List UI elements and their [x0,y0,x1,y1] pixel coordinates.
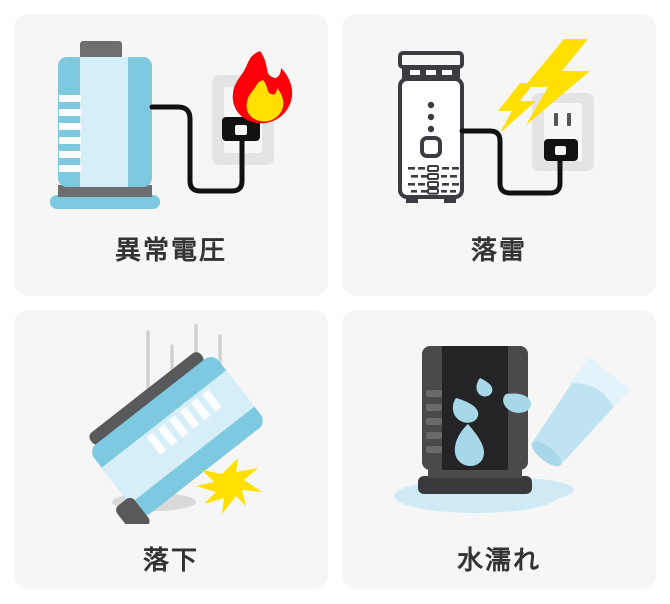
abnormal-voltage-icon [50,41,293,209]
illustration-abnormal-voltage [14,28,328,228]
fall-drop-icon [89,324,263,524]
illustration-water-damage [342,324,656,524]
card-label-abnormal-voltage: 異常電圧 [114,236,227,266]
hazard-card-abnormal-voltage[interactable]: 異常電圧 [14,14,328,296]
water-damage-icon [394,346,630,513]
lightning-strike-icon [398,39,594,203]
hazard-card-lightning-strike[interactable]: 落雷 [342,14,656,296]
card-label-fall-drop: 落下 [142,546,199,576]
hazard-card-fall-drop[interactable]: 落下 [14,310,328,589]
illustration-fall-drop [14,324,328,524]
card-label-lightning-strike: 落雷 [470,236,527,266]
illustration-lightning-strike [342,28,656,228]
hazard-card-water-damage[interactable]: 水濡れ [342,310,656,589]
card-label-water-damage: 水濡れ [456,546,541,576]
